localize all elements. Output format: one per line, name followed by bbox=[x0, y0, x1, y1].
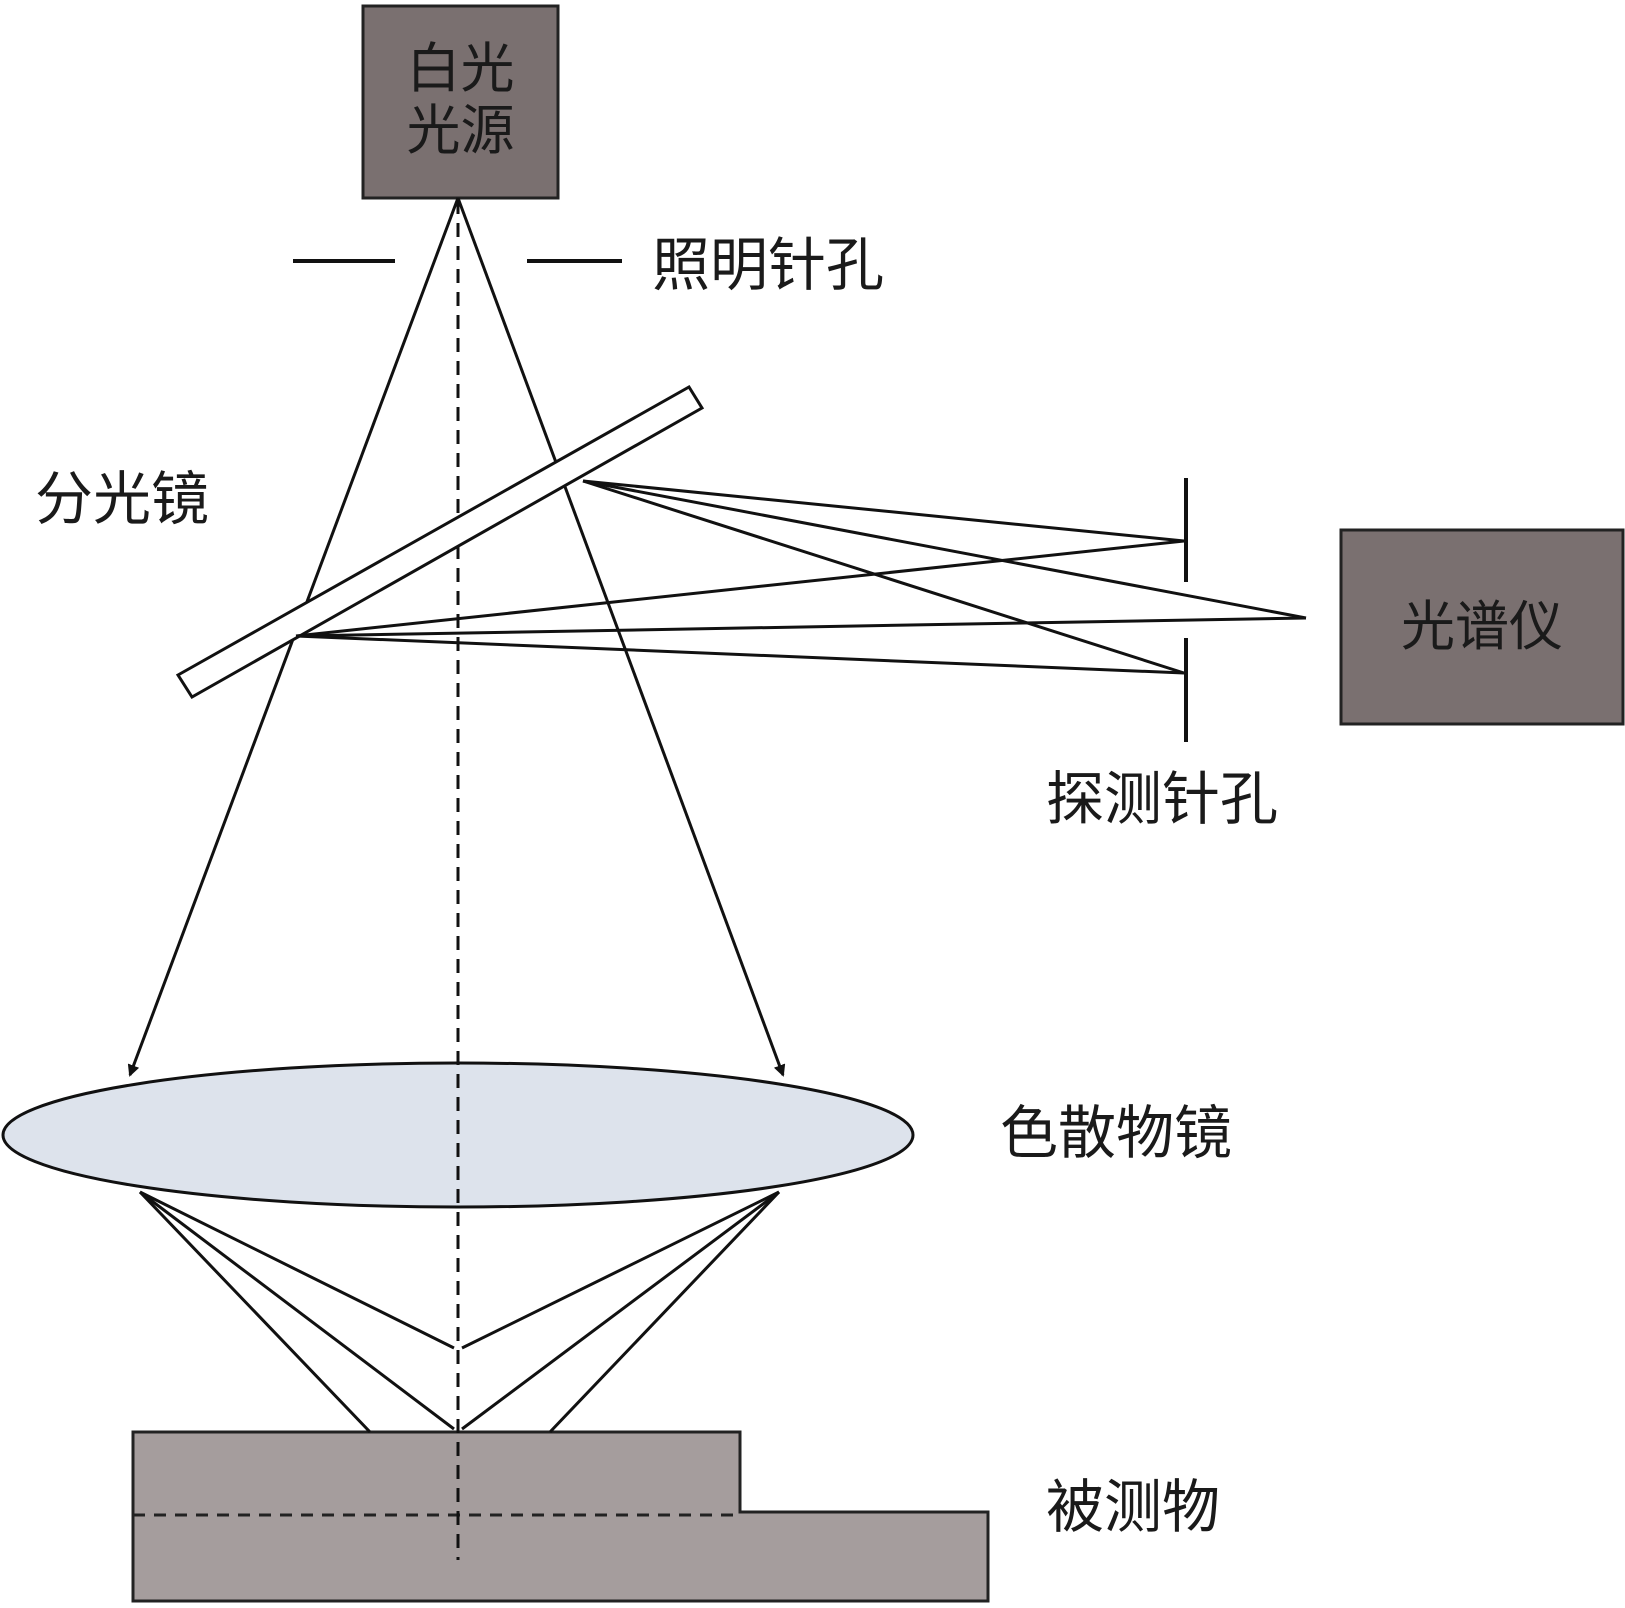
light-source-label: 白光 光源 bbox=[363, 37, 558, 163]
illumination-ray-right bbox=[456, 197, 786, 1077]
focusing-rays bbox=[138, 1190, 781, 1434]
light-source-label-line1: 白光 bbox=[406, 37, 515, 100]
light-source-box bbox=[361, 4, 560, 200]
dispersive-objective-label: 色散物镜 bbox=[1000, 1099, 1233, 1167]
beam-splitter-plate bbox=[175, 384, 705, 700]
detection-pinhole-label: 探测针孔 bbox=[1046, 765, 1279, 833]
measured-object-label: 被测物 bbox=[1046, 1473, 1221, 1541]
spectrometer-label: 光谱仪 bbox=[1401, 595, 1563, 658]
spectrometer-box bbox=[1339, 528, 1625, 726]
reflected-rays bbox=[295, 479, 1307, 675]
light-source-label-line2: 光源 bbox=[406, 99, 515, 163]
beam-splitter-label: 分光镜 bbox=[35, 465, 210, 533]
illumination-pinhole-label: 照明针孔 bbox=[652, 231, 885, 299]
